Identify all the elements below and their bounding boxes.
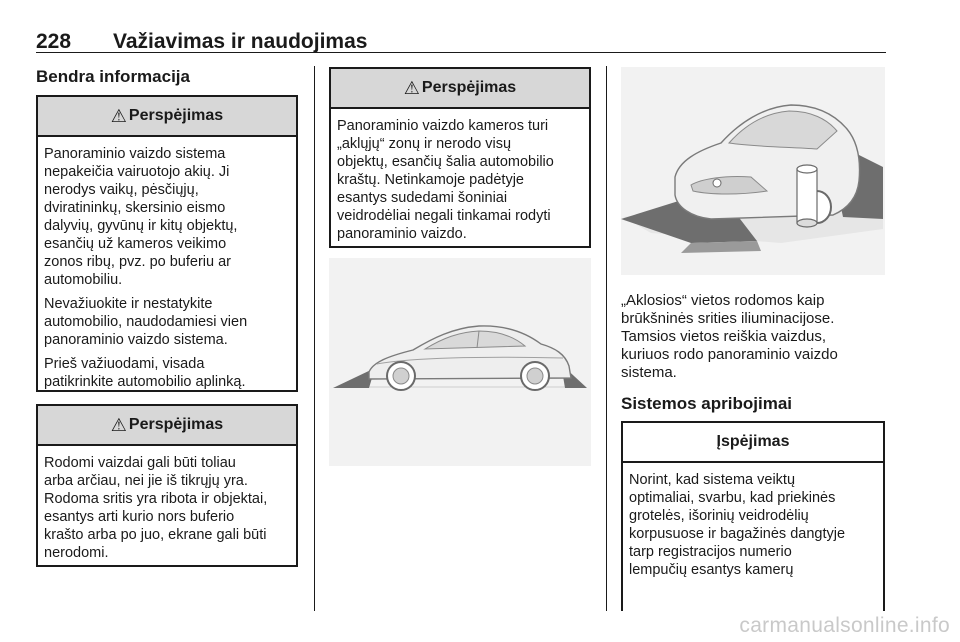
section-heading-limitations: Sistemos apribojimai [621, 394, 792, 413]
warning-label: Perspėjimas [421, 79, 517, 96]
warning-header: ⚠ Perspėjimas [331, 69, 589, 109]
page-number: 228 [36, 30, 72, 53]
notice-paragraph: Norint, kad sistema veiktų optimaliai, s… [629, 472, 846, 578]
warning-body: Panoraminio vaizdo sistema nepakeičia va… [38, 137, 296, 403]
car-side-illustration [329, 258, 591, 466]
obstacle-cylinder [796, 168, 818, 224]
warning-box-3: ⚠ Perspėjimas Panoraminio vaizdo kameros… [329, 67, 591, 248]
figure-caption: „Aklosios“ vietos rodomos kaip brūkšninė… [621, 292, 838, 381]
warning-triangle-icon: ⚠ [110, 414, 127, 435]
rear-camera-zone [333, 368, 375, 388]
car-front-illustration [621, 67, 885, 275]
section-heading-general: Bendra informacija [36, 67, 190, 86]
car-front-view-figure [621, 67, 885, 275]
notice-box: Įspėjimas Norint, kad sistema veiktų opt… [621, 421, 885, 611]
column-divider-1 [314, 66, 315, 611]
warning-paragraph: Panoraminio vaizdo kameros turi „aklųjų“… [337, 118, 554, 242]
warning-paragraph: Nevažiuokite ir nestatykite automobilio,… [44, 296, 248, 348]
warning-label: Perspėjimas [128, 107, 224, 124]
footer-brand: carmanualsonline.info [739, 614, 950, 637]
column-divider-2 [606, 66, 607, 611]
warning-header: ⚠ Perspėjimas [38, 406, 296, 446]
warning-triangle-icon: ⚠ [403, 77, 420, 98]
warning-triangle-icon: ⚠ [110, 105, 127, 126]
warning-paragraph: Prieš važiuodami, visada patikrinkite au… [44, 356, 246, 390]
warning-body: Panoraminio vaizdo kameros turi „aklųjų“… [331, 109, 589, 255]
page-title: Važiavimas ir naudojimas [113, 30, 368, 53]
warning-paragraph: Rodomi vaizdai gali būti toliau arba arč… [44, 455, 268, 561]
warning-paragraph: Panoraminio vaizdo sistema nepakeičia va… [44, 146, 238, 288]
notice-header: Įspėjimas [623, 423, 883, 463]
warning-box-1: ⚠ Perspėjimas Panoraminio vaizdo sistema… [36, 95, 298, 392]
notice-body: Norint, kad sistema veiktų optimaliai, s… [623, 463, 883, 591]
notice-label: Įspėjimas [716, 433, 790, 450]
warning-box-2: ⚠ Perspėjimas Rodomi vaizdai gali būti t… [36, 404, 298, 567]
warning-label: Perspėjimas [128, 416, 224, 433]
car-side-view-figure [329, 258, 591, 466]
warning-body: Rodomi vaizdai gali būti toliau arba arč… [38, 446, 296, 574]
warning-header: ⚠ Perspėjimas [38, 97, 296, 137]
header-rule [36, 52, 886, 53]
